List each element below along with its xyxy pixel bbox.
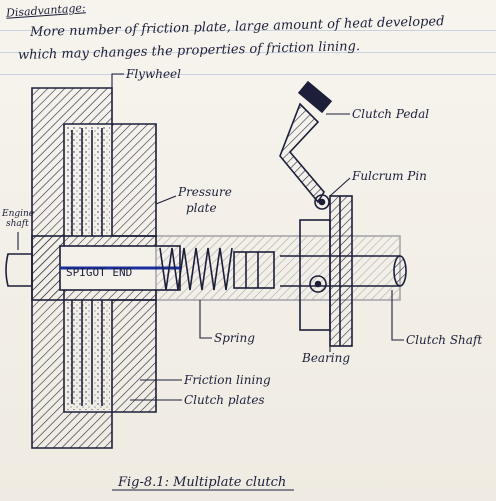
ruled-line bbox=[0, 52, 496, 53]
label-engine: Engine bbox=[1, 209, 34, 219]
engine-shaft bbox=[5, 253, 33, 287]
label-shaft: shaft bbox=[6, 219, 29, 229]
leader-lines bbox=[17, 73, 404, 401]
label-clutch-plates: Clutch plates bbox=[184, 393, 265, 407]
spring bbox=[159, 247, 275, 291]
label-fulcrum-pin: Fulcrum Pin bbox=[351, 169, 427, 183]
label-bearing: Bearing bbox=[301, 351, 350, 365]
label-flywheel: Flywheel bbox=[125, 67, 181, 81]
flywheel bbox=[31, 87, 113, 449]
figure-caption: Fig-8.1: Multiplate clutch bbox=[117, 475, 286, 490]
label-pressure: Pressure bbox=[177, 185, 232, 199]
label-friction-lining: Friction lining bbox=[183, 373, 271, 387]
main-shaft bbox=[31, 235, 401, 301]
label-spring: Spring bbox=[214, 331, 255, 345]
label-clutch-pedal: Clutch Pedal bbox=[352, 107, 429, 121]
clutch-plates bbox=[71, 128, 103, 406]
label-clutch-shaft: Clutch Shaft bbox=[406, 333, 482, 347]
clutch-pedal-lever bbox=[279, 80, 333, 293]
bearing bbox=[299, 195, 353, 347]
label-spigot-end: SPIGOT END bbox=[66, 266, 132, 279]
ruled-line bbox=[0, 30, 496, 31]
ruled-line bbox=[0, 74, 496, 75]
label-plate: plate bbox=[186, 201, 217, 215]
